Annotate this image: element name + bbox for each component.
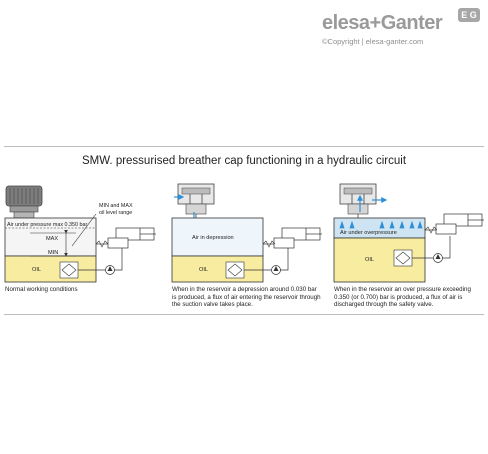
page-title: SMW. pressurised breather cap functionin… [81,155,407,167]
oil-space [4,255,97,283]
panel-depression [171,183,322,283]
panel-normal [4,185,156,283]
caption-overpressure: When in the reservoir an over pressure e… [334,286,471,309]
oil-label: OIL [199,267,208,273]
oil-label: OIL [365,257,374,263]
copyright-text: ©Copyright | elesa-ganter.com [322,37,424,46]
bottom-divider [4,314,484,315]
min-label: MIN [48,250,58,256]
air-space [4,217,97,257]
top-divider [4,146,484,147]
breather-cap-cutaway-icon [174,183,215,230]
oil-space [171,255,264,283]
breather-cap-icon [5,185,43,219]
pressure-arrows [339,220,423,229]
logo-text: elesa+Ganter [322,12,443,34]
max-label: MAX [46,236,58,242]
air-label: Air under pressure max 0.350 bar [7,222,88,228]
brand-logo: elesa+Ganter E G ©Copyright | elesa-gant… [322,8,482,52]
oil-label: OIL [32,267,41,273]
air-label: Air under overpressure [340,230,397,236]
callout-line1: MIN and MAX [99,203,133,209]
breather-cap-cutaway-icon [339,183,388,219]
air-label: Air in depression [192,235,234,241]
caption-depression: When in the reservoir a depression aroun… [172,286,321,309]
logo-badge: E G [458,8,480,22]
callout-line2: oil level range [99,210,132,216]
panel-overpressure [333,183,484,283]
caption-normal: Normal working conditions [5,286,78,293]
